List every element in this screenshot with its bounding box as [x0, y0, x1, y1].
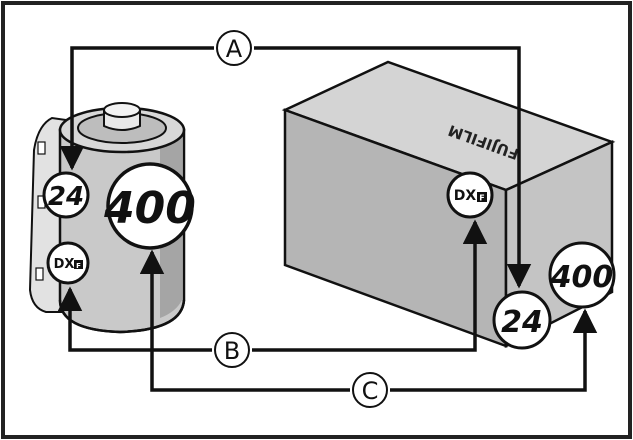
cartridge-exposures-text: 24: [48, 182, 84, 212]
callout-a: A: [59, 30, 532, 289]
cartridge-dx-sub: F: [76, 262, 81, 270]
dx-badge: [74, 260, 83, 269]
cartridge-dx-label: DX F: [46, 241, 90, 285]
callout-b-circle: [214, 332, 250, 368]
cartridge-dx-text: DX: [54, 257, 75, 272]
callout-a-line-right: [254, 46, 532, 289]
dx-badge: [477, 192, 487, 202]
box-dx-label: DX F: [446, 171, 494, 219]
callout-c-line-right: [390, 308, 598, 392]
cartridge-exposures-label: 24: [42, 171, 90, 219]
callout-b-line-left: [57, 286, 212, 352]
box-dx-text: DX: [454, 188, 477, 204]
callout-b-line-right: [252, 219, 488, 352]
spool-knob-top: [103, 102, 141, 118]
callout-c: C: [139, 249, 598, 408]
box-iso-label: 400: [548, 241, 616, 309]
box-dx-sub: F: [479, 194, 484, 203]
box-iso-text: 400: [550, 260, 614, 295]
callout-a-line-left: [59, 46, 214, 171]
callout-c-letter: C: [362, 377, 379, 405]
callout-a-letter: A: [226, 35, 243, 63]
callout-c-line-left: [139, 249, 350, 392]
callout-b: B: [57, 219, 488, 368]
box-exposures-label: 24: [492, 290, 552, 350]
callout-c-circle: [352, 372, 388, 408]
film-perforation: [35, 267, 44, 281]
canister-bottom-rim: [58, 299, 186, 334]
callout-b-letter: B: [224, 337, 240, 365]
film-perforation: [37, 141, 46, 155]
box-exposures-text: 24: [501, 305, 543, 340]
cartridge-iso-label: 400: [103, 162, 196, 250]
cartridge-iso-text: 400: [103, 183, 196, 234]
callout-a-circle: [216, 30, 252, 66]
